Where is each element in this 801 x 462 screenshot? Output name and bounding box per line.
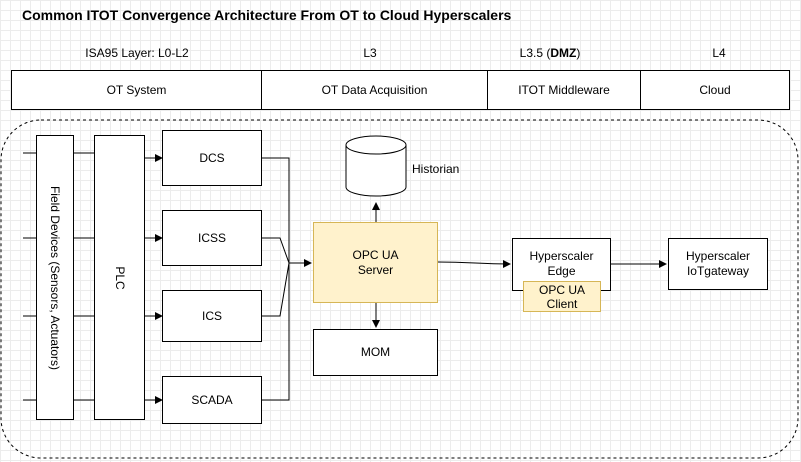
mom-node: MOM <box>313 329 438 376</box>
band-cell-ot-data-acquisition: OT Data Acquisition <box>262 71 488 109</box>
layer-label-l0-l2: ISA95 Layer: L0-L2 <box>85 46 189 60</box>
layer-label-l4: L4 <box>712 46 726 60</box>
layer-label-dmz: DMZ <box>550 46 577 60</box>
diagram-title: Common ITOT Convergence Architecture Fro… <box>22 7 512 23</box>
hyperscaler-iotgateway-line-1: Hyperscaler <box>685 249 751 263</box>
ics-bus-line <box>262 262 290 317</box>
opc-edge-arrow <box>437 259 511 268</box>
band-cell-ot-system: OT System <box>12 71 262 109</box>
dcs-node: DCS <box>162 130 262 186</box>
historian-label: Historian <box>412 162 460 176</box>
layer-label-l3-5: L3.5 (DMZ) <box>520 46 581 60</box>
opc-ua-client-line-2: Client <box>546 296 578 311</box>
field-devices-label: Field Devices (Sensors, Actuators) <box>48 185 62 370</box>
dcs-bus-line <box>262 157 290 263</box>
layer-label-l3-5-suffix: ) <box>576 46 581 60</box>
layer-label-l3: L3 <box>363 46 377 60</box>
hyperscaler-edge-line-2: Edge <box>547 264 576 278</box>
opc-ua-server-node: OPC UA Server <box>313 222 438 303</box>
band-cell-itot-middleware: ITOT Middleware <box>488 71 641 109</box>
opc-ua-client-node: OPC UA Client <box>523 281 601 312</box>
opc-ua-server-line-2: Server <box>357 262 394 277</box>
scada-bus-line <box>262 263 290 401</box>
plc-node: PLC <box>94 135 145 420</box>
icss-bus-line <box>262 237 290 264</box>
hyperscaler-iotgateway-node: Hyperscaler IoTgateway <box>668 238 768 290</box>
ics-node: ICS <box>162 290 262 342</box>
historian-cylinder-icon <box>345 135 407 197</box>
icss-node: ICSS <box>162 210 262 266</box>
hyperscaler-edge-line-1: Hyperscaler <box>529 249 594 263</box>
band-cell-cloud: Cloud <box>699 83 731 97</box>
hyperscaler-iotgateway-line-2: IoTgateway <box>686 264 750 278</box>
opc-ua-server-line-1: OPC UA <box>352 247 399 262</box>
plc-label: PLC <box>112 265 127 290</box>
field-devices-node: Field Devices (Sensors, Actuators) <box>36 135 74 420</box>
scada-node: SCADA <box>162 376 262 424</box>
opc-ua-client-line-1: OPC UA <box>538 282 585 297</box>
layer-label-l3-5-prefix: L3.5 ( <box>519 46 551 60</box>
ot-boundary <box>0 119 799 459</box>
layer-band: OT System OT Data Acquisition ITOT Middl… <box>11 70 790 110</box>
